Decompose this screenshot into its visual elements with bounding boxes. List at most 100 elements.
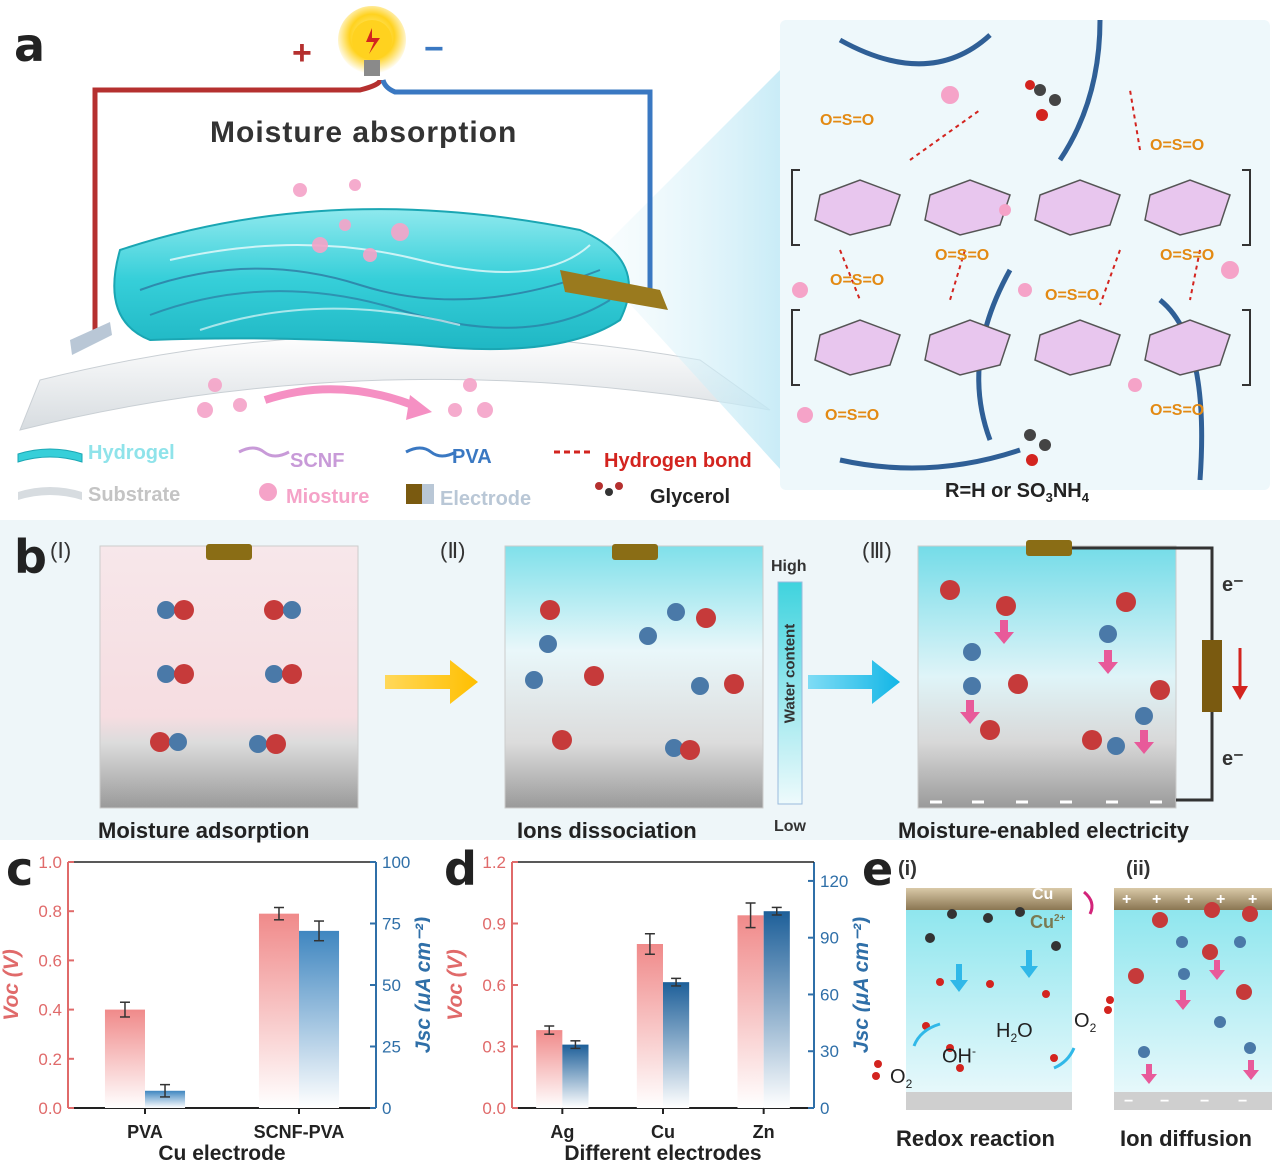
svg-text:O=S=O: O=S=O bbox=[1150, 402, 1204, 419]
r-group-nh: NH bbox=[1052, 480, 1082, 502]
right-axis-title: Jsc (μA cm⁻²) bbox=[412, 917, 430, 1053]
svg-text:−: − bbox=[1238, 1093, 1247, 1110]
right-tick-label: 0 bbox=[382, 1099, 391, 1118]
legend-hydrogen-bond: Hydrogen bond bbox=[604, 450, 752, 472]
svg-text:O=S=O: O=S=O bbox=[1160, 247, 1214, 264]
bar-voc bbox=[104, 1009, 145, 1108]
panel-a-label: a bbox=[14, 18, 46, 72]
panel-d-label: d bbox=[444, 842, 477, 896]
o2-label-right: O2 bbox=[1074, 1010, 1096, 1035]
left-tick-label: 1.2 bbox=[482, 853, 506, 872]
negative-terminal: − bbox=[424, 30, 444, 68]
svg-text:+: + bbox=[1122, 891, 1131, 908]
r-group-sub4: 4 bbox=[1081, 490, 1089, 505]
x-tick-label: Ag bbox=[550, 1122, 574, 1142]
h2o-o: O bbox=[1017, 1020, 1033, 1042]
o2-right-text: O bbox=[1074, 1010, 1090, 1032]
electrode-shape bbox=[560, 270, 668, 310]
stage-3-caption: Moisture-enabled electricity bbox=[898, 818, 1189, 843]
cu2-sup: 2+ bbox=[1054, 913, 1066, 924]
o2-right-sub: 2 bbox=[1089, 1021, 1097, 1035]
svg-text:+: + bbox=[1152, 891, 1161, 908]
stage-1-label: (Ⅰ) bbox=[50, 538, 72, 563]
bar-jsc bbox=[663, 982, 690, 1108]
bar-jsc bbox=[145, 1090, 186, 1108]
right-tick-label: 120 bbox=[820, 872, 848, 891]
bar-voc bbox=[737, 915, 764, 1108]
h2o-label: H2O bbox=[996, 1020, 1033, 1045]
oh-sup: - bbox=[972, 1044, 976, 1058]
bar-voc bbox=[536, 1030, 563, 1108]
o2-left-text: O bbox=[890, 1066, 906, 1088]
moisture-absorption-title: Moisture absorption bbox=[210, 116, 518, 149]
left-axis-title: Voc (V) bbox=[444, 949, 467, 1021]
x-tick-label: Zn bbox=[753, 1122, 775, 1142]
legend-hydrogel: Hydrogel bbox=[88, 442, 175, 464]
legend-glycerol: Glycerol bbox=[650, 486, 731, 508]
right-tick-label: 90 bbox=[820, 929, 839, 948]
svg-text:+: + bbox=[1216, 891, 1225, 908]
electron-label-bottom: e⁻ bbox=[1222, 748, 1244, 770]
panel-b-label: b bbox=[14, 530, 47, 584]
bar-voc bbox=[636, 944, 663, 1108]
svg-text:O=S=O: O=S=O bbox=[935, 247, 989, 264]
cu2-ion-label: Cu2+ bbox=[1030, 912, 1065, 933]
bar-jsc bbox=[763, 911, 790, 1108]
substrate-shape bbox=[19, 333, 771, 431]
left-tick-label: 0.0 bbox=[38, 1099, 62, 1118]
left-tick-label: 0.2 bbox=[38, 1050, 62, 1069]
right-tick-label: 50 bbox=[382, 976, 401, 995]
panel-e-label: e bbox=[862, 842, 894, 896]
legend-electrode: Electrode bbox=[440, 488, 532, 510]
left-tick-label: 1.0 bbox=[38, 853, 62, 872]
left-tick-label: 0.8 bbox=[38, 902, 62, 921]
legend-swatches bbox=[17, 446, 623, 504]
left-tick-label: 0.0 bbox=[482, 1099, 506, 1118]
gradient-high-label: High bbox=[771, 558, 807, 575]
h2o-h: H bbox=[996, 1020, 1011, 1042]
left-tick-label: 0.6 bbox=[38, 951, 62, 970]
o2-left-sub: 2 bbox=[905, 1077, 913, 1091]
right-axis-title: Jsc (μA cm⁻²) bbox=[850, 917, 870, 1053]
svg-text:−: − bbox=[1124, 1093, 1133, 1110]
panel-c-label: c bbox=[6, 842, 34, 896]
stage-1-caption: Moisture adsorption bbox=[98, 818, 310, 843]
zoom-cone bbox=[590, 70, 780, 469]
x-tick-label: SCNF-PVA bbox=[254, 1122, 345, 1142]
right-tick-label: 75 bbox=[382, 915, 401, 934]
svg-text:O=S=O: O=S=O bbox=[825, 407, 879, 424]
svg-text:+: + bbox=[1248, 891, 1257, 908]
legend-scnf: SCNF bbox=[290, 450, 345, 472]
left-tick-label: 0.9 bbox=[482, 915, 506, 934]
right-tick-label: 25 bbox=[382, 1038, 401, 1057]
ion-diffusion-caption: Ion diffusion bbox=[1120, 1126, 1252, 1151]
svg-text:+: + bbox=[1184, 891, 1193, 908]
svg-text:O=S=O: O=S=O bbox=[830, 272, 884, 289]
svg-text:O=S=O: O=S=O bbox=[1045, 287, 1099, 304]
x-tick-label: PVA bbox=[127, 1122, 163, 1142]
legend-moisture: Miosture bbox=[286, 486, 370, 508]
oh-label: OH- bbox=[942, 1044, 976, 1069]
oh-text: OH bbox=[942, 1045, 972, 1068]
svg-text:O=S=O: O=S=O bbox=[1150, 137, 1204, 154]
ion-process-illustration bbox=[99, 540, 1248, 809]
x-axis-title: Different electrodes bbox=[564, 1142, 761, 1164]
right-tick-label: 100 bbox=[382, 853, 410, 872]
panel-e-sub-i: (i) bbox=[898, 858, 917, 880]
left-tick-label: 0.3 bbox=[482, 1038, 506, 1057]
h2o-sub: 2 bbox=[1010, 1031, 1018, 1045]
left-tick-label: 0.4 bbox=[38, 1001, 62, 1020]
stage-2-label: (Ⅱ) bbox=[440, 538, 466, 563]
legend-pva: PVA bbox=[452, 446, 492, 468]
right-tick-label: 30 bbox=[820, 1042, 839, 1061]
left-axis-title: Voc (V) bbox=[0, 949, 23, 1021]
x-tick-label: Cu bbox=[651, 1122, 675, 1142]
cu-electrode-label: Cu bbox=[1032, 886, 1054, 903]
redox-diffusion-illustration: +++++ −−−− bbox=[872, 888, 1272, 1110]
stage-3-label: (Ⅲ) bbox=[862, 538, 892, 563]
gradient-low-label: Low bbox=[774, 818, 806, 835]
right-tick-label: 60 bbox=[820, 985, 839, 1004]
svg-text:−: − bbox=[1160, 1093, 1169, 1110]
